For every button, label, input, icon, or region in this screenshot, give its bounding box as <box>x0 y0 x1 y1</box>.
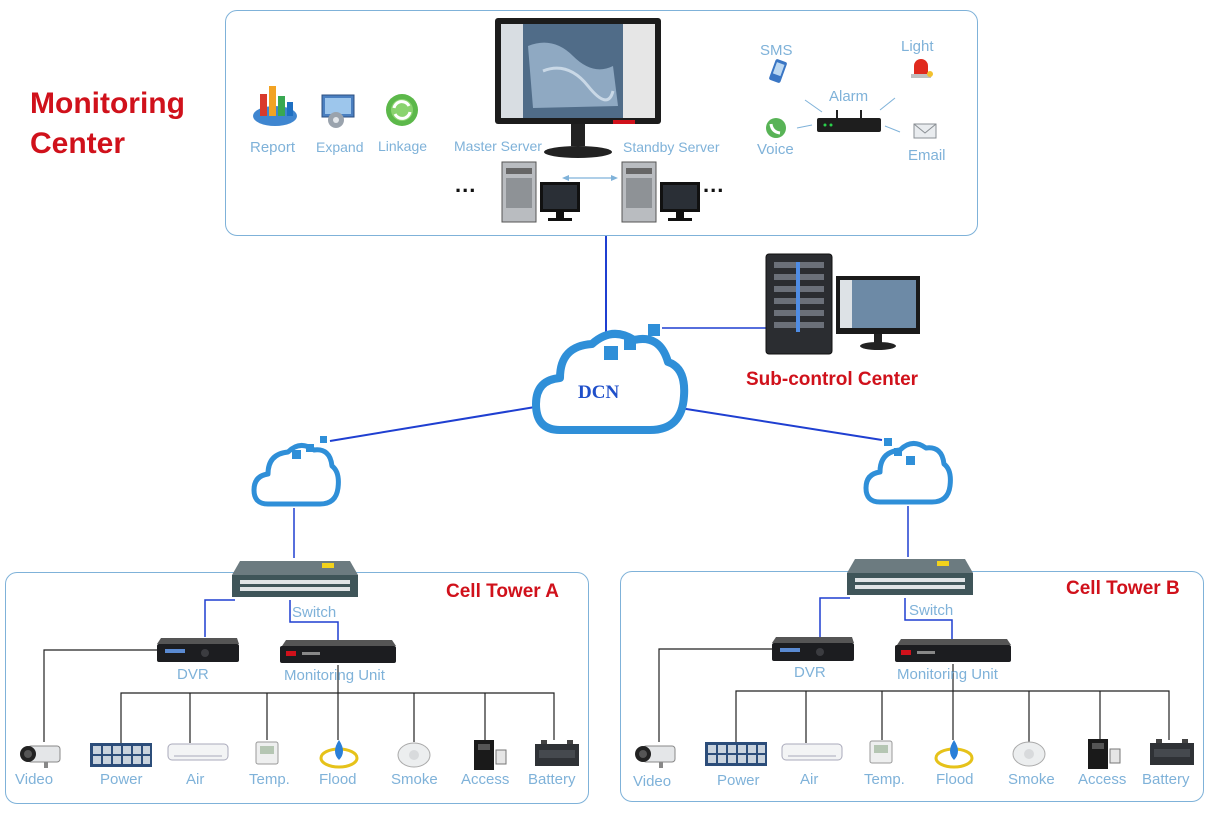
tower-a-device-label-flood: Flood <box>319 771 357 788</box>
tower-b-switch-icon <box>847 559 973 595</box>
phone-icon <box>769 59 787 83</box>
email-label: Email <box>908 147 946 164</box>
sms-label: SMS <box>760 42 793 59</box>
standby-server-label: Standby Server <box>623 139 720 155</box>
tower-a-switch-icon <box>232 561 358 597</box>
tower-a-dvr-icon <box>157 638 239 662</box>
tower-a-device-label-video: Video <box>15 771 54 788</box>
tower-b-dvr-icon <box>772 637 854 661</box>
master-server-label: Master Server <box>454 138 542 154</box>
linkage-icon <box>386 94 418 126</box>
tower-b-device-label-video: Video <box>633 773 672 790</box>
tower-b-device-label-temp: Temp. <box>864 771 905 788</box>
alarm-device-icon <box>817 110 881 132</box>
tower-b-video-camera-icon <box>635 745 676 768</box>
tower-a-switch-label: Switch <box>292 604 337 621</box>
ellipsis-left: ... <box>455 172 477 197</box>
tower-b-air-conditioner-icon <box>781 743 843 761</box>
sub-control-center-title: Sub-control Center <box>746 369 919 390</box>
tower-a-monitoring-unit-label: Monitoring Unit <box>284 667 385 684</box>
tower-a-device-label-temp: Temp. <box>249 771 290 788</box>
tower-b-device-label-access: Access <box>1078 771 1127 788</box>
tower-b-device-label-smoke: Smoke <box>1008 771 1055 788</box>
tower-b-temperature-sensor-icon <box>869 740 893 764</box>
report-icon <box>253 86 297 126</box>
tower-b-device-label-battery: Battery <box>1142 771 1190 788</box>
tower-b-cloud-icon <box>863 438 953 505</box>
tower-a-dvr-label: DVR <box>177 666 209 683</box>
tower-a-device-label-battery: Battery <box>528 771 576 788</box>
master-server-icon <box>501 161 580 223</box>
tower-b-device-label-air: Air <box>800 771 819 788</box>
tower-a-battery-icon <box>535 740 579 766</box>
tower-a-air-conditioner-icon <box>167 743 229 761</box>
tool-label-report: Report <box>250 139 296 156</box>
tower-a-flood-sensor-icon <box>319 740 359 769</box>
tower-b-switch-label: Switch <box>909 602 954 619</box>
tower-a-power-icon <box>90 743 152 767</box>
monitor-icon <box>495 18 661 158</box>
email-icon <box>913 123 937 139</box>
alarm-label: Alarm <box>829 88 869 105</box>
monitoring-center-title-line2: Center <box>30 127 126 160</box>
tower-a-device-label-air: Air <box>186 771 205 788</box>
tower-b-access-control-icon <box>1088 739 1121 769</box>
tower-b-flood-sensor-icon <box>934 740 974 769</box>
light-label: Light <box>901 38 934 55</box>
dcn-label: DCN <box>578 382 620 403</box>
tower-b-device-label-flood: Flood <box>936 771 974 788</box>
cell-tower-a-title: Cell Tower A <box>446 581 559 602</box>
tower-a-video-camera-icon <box>20 745 61 768</box>
monitoring-center-title-line1: Monitoring <box>30 87 185 120</box>
expand-icon <box>321 94 355 128</box>
cell-tower-b-title: Cell Tower B <box>1066 578 1180 599</box>
tower-b-smoke-detector-icon <box>1012 741 1046 767</box>
tower-b-dvr-label: DVR <box>794 664 826 681</box>
tower-a-device-label-power: Power <box>100 771 143 788</box>
tower-b-monitoring-unit-label: Monitoring Unit <box>897 666 998 683</box>
tower-a-temperature-sensor-icon <box>255 741 279 765</box>
voice-label: Voice <box>757 141 794 158</box>
ellipsis-right: ... <box>703 172 725 197</box>
tower-a-monitoring-unit-icon <box>280 640 396 663</box>
tower-b-power-icon <box>705 742 767 766</box>
light-icon <box>911 59 933 78</box>
tower-a-cloud-icon <box>251 436 341 507</box>
tool-label-expand: Expand <box>316 139 364 155</box>
monitoring-center-title: Monitoring Center <box>30 84 185 164</box>
tool-label-linkage: Linkage <box>378 138 428 154</box>
tower-b-monitoring-unit-icon <box>895 639 1011 662</box>
tower-b-battery-icon <box>1150 739 1194 765</box>
voice-icon <box>766 118 786 138</box>
tower-a-device-label-access: Access <box>461 771 510 788</box>
tower-a-device-label-smoke: Smoke <box>391 771 438 788</box>
sub-control-server-icon <box>765 253 920 355</box>
tower-b-device-label-power: Power <box>717 772 760 789</box>
tower-a-smoke-detector-icon <box>397 742 431 768</box>
tower-a-access-control-icon <box>474 740 507 770</box>
dcn-cloud-icon <box>532 324 689 434</box>
standby-server-icon <box>621 161 700 223</box>
